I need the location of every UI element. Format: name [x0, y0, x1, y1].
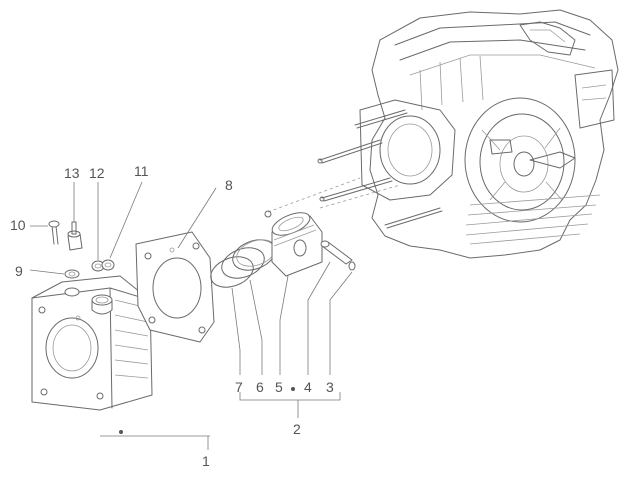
crankcase-drawing	[267, 9, 619, 259]
callout-5: 5	[275, 379, 283, 395]
callout-6: 6	[256, 379, 264, 395]
callout-2: 2	[293, 421, 301, 437]
callout-9: 9	[15, 263, 23, 279]
gasket-drawing	[135, 231, 215, 343]
callout-13: 13	[64, 165, 80, 181]
piston-drawing	[264, 210, 356, 277]
callout-12: 12	[89, 165, 105, 181]
callout-8: 8	[225, 177, 233, 193]
callout-4: 4	[304, 379, 312, 395]
callout-11: 11	[134, 163, 149, 179]
callout-1: 1	[202, 453, 210, 469]
callout-10: 10	[10, 217, 26, 233]
callout-3: 3	[326, 379, 334, 395]
callout-7: 7	[235, 379, 243, 395]
cylinder-drawing	[31, 275, 153, 411]
fittings-drawing	[48, 220, 115, 279]
callout-labels: 13 12 11 8 10 9 7 6 5 4 3 2 1	[10, 163, 334, 469]
piston-rings-drawing	[210, 239, 276, 288]
leader-lines	[29, 181, 353, 450]
